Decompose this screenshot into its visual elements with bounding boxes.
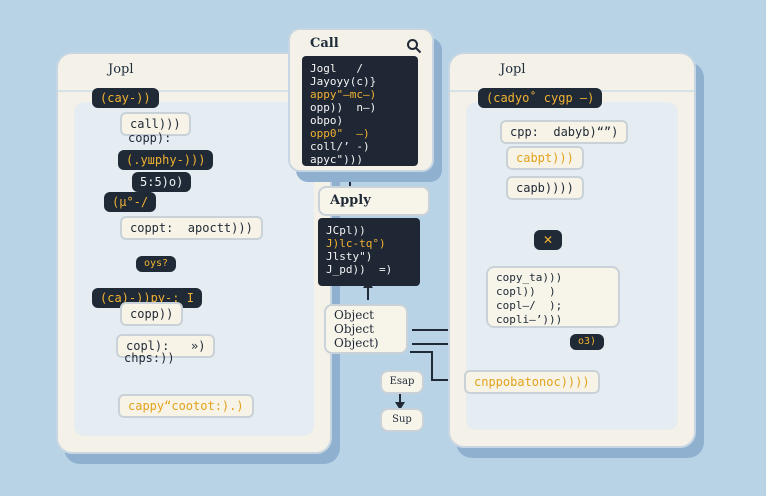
call-window-title: Call [310, 36, 339, 51]
left-node-4: (.ушphy-))) [118, 150, 214, 170]
left-node-10: copp)) [120, 302, 184, 326]
call-code-line: Jogl / [310, 62, 363, 75]
left-node-2: call))) [120, 112, 191, 136]
right-code-line: copy_ta))) [496, 271, 563, 284]
search-icon[interactable] [406, 38, 422, 54]
right-node-1-text: (cadyo˚ cygp —) [486, 91, 595, 105]
apply-code-line: JCpl)) [326, 224, 366, 237]
left-node-12: chps:)) [124, 351, 175, 365]
right-node-4: capb)))) [506, 176, 584, 200]
left-window-titlebar: Jopl [58, 54, 330, 92]
right-window-title: Jopl [500, 62, 526, 77]
apply-code-line: J)lc-tq°) [326, 237, 386, 250]
left-node-13-text: cappy“cootot:).) [128, 399, 244, 413]
call-code-block: Jogl /Jayoyy(c)}appy"—mc—)opp)) n—)obpo)… [302, 56, 418, 166]
right-node-7: cnppobatonoc)))) [464, 370, 600, 394]
right-code-block: copy_ta)))copl)) )copl—/ );copli—’))) [486, 266, 620, 328]
apply-code-block: JCpl))J)lc-tq°)Jlsty")J_pd)) =) [318, 218, 420, 286]
right-node-1: (cadyo˚ cygp —) [478, 88, 603, 108]
left-node-4-text: (.ушphy-))) [126, 153, 206, 167]
apply-label: Apply [330, 193, 371, 208]
left-node-7-text: coppt: apoctt))) [130, 221, 253, 235]
call-code-line: Jayoyy(c)} [310, 75, 377, 88]
call-code-line: appy"—mc—) [310, 88, 377, 101]
call-code-line: obpo) [310, 114, 344, 127]
call-code-line: opp0" —) [310, 127, 370, 140]
object-line: Object [334, 308, 374, 322]
right-code-line: copli—’))) [496, 313, 563, 326]
left-node-11: copl): ») [116, 334, 216, 358]
right-code-line: copl—/ ); [496, 299, 563, 312]
sup-box: Sup [380, 408, 424, 432]
left-window-title: Jopl [108, 62, 134, 77]
merge-icon: ✕ [542, 233, 554, 247]
right-node-2: cpp: dabyb)“”) [500, 120, 629, 144]
call-code-line: opp)) n—) [310, 101, 377, 114]
right-code-line: copl)) ) [496, 285, 556, 298]
call-code-line: apyc"))) [310, 153, 363, 166]
call-code-line: coll/’ -) [310, 140, 370, 153]
left-node-1: (cay-)) [92, 88, 159, 108]
left-node-8: oys? [136, 256, 177, 272]
left-node-3: copp): [128, 131, 172, 145]
apply-label-box: Apply [318, 186, 430, 216]
left-node-9-text: (ca)-))py-: I [100, 291, 194, 305]
left-node-13: cappy“cootot:).) [118, 394, 254, 418]
right-node-7-text: cnppobatonoc)))) [474, 375, 590, 389]
right-window-titlebar: Jopl [450, 54, 694, 92]
left-node-6-text: (µ°-/ [112, 195, 149, 209]
esp-box: Esap [380, 370, 424, 394]
apply-code-line: Jlsty") [326, 250, 373, 263]
object-line: Object) [334, 336, 379, 350]
left-node-1-text: (cay-)) [100, 91, 151, 105]
apply-code-line: J_pd)) =) [326, 263, 393, 276]
right-node-6-text: o3) [578, 336, 597, 347]
left-node-6: (µ°-/ [104, 192, 157, 212]
right-node-3: cabpt))) [506, 146, 584, 170]
object-line: Object [334, 322, 374, 336]
right-node-3-text: cabpt))) [516, 151, 574, 165]
left-node-5: 5:5)o) [132, 172, 192, 192]
left-node-7: coppt: apoctt))) [120, 216, 263, 240]
right-node-6: o3) [570, 334, 605, 350]
merge-node: ✕ [534, 230, 562, 250]
left-node-8-text: oys? [144, 258, 169, 269]
